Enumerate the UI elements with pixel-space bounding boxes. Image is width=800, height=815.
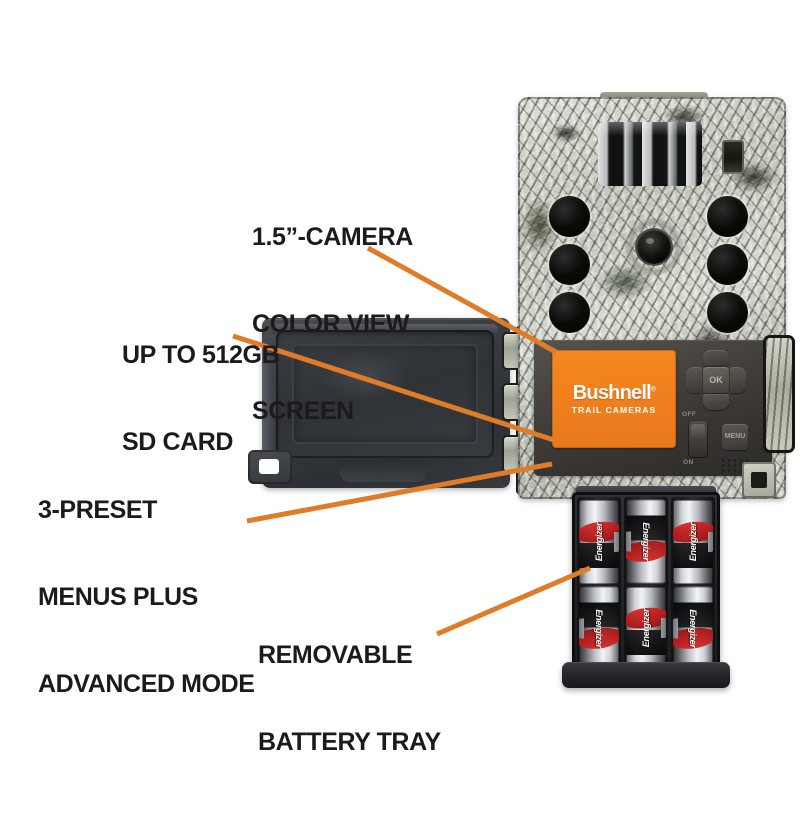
ok-button[interactable]: OK <box>703 367 729 393</box>
switch-off-label: OFF <box>682 411 697 418</box>
callout-line: BATTERY TRAY <box>258 728 441 756</box>
directional-pad[interactable]: OK <box>686 350 746 410</box>
callout-line: SD CARD <box>122 428 234 456</box>
battery-terminal <box>579 618 584 639</box>
callout-line: UP TO 512GB <box>122 341 280 369</box>
battery-tray-base[interactable] <box>562 662 730 688</box>
battery-cell: Energizer <box>626 586 666 670</box>
dpad-up-button[interactable] <box>703 350 729 366</box>
callout-line: 1.5”-CAMERA <box>252 223 413 251</box>
battery-tray-top-cap <box>576 486 716 496</box>
switch-on-label: ON <box>683 459 694 466</box>
dpad-left-button[interactable] <box>686 367 702 393</box>
ir-led-left-middle <box>549 244 590 285</box>
ir-led-left-bottom <box>549 292 590 333</box>
callout-label-battery-tray: REMOVABLE BATTERY TRAY <box>258 583 441 815</box>
callout-line: COLOR VIEW <box>252 310 410 338</box>
dpad-down-button[interactable] <box>703 394 729 410</box>
dpad-right-button[interactable] <box>730 367 746 393</box>
ir-led-right-middle <box>707 244 748 285</box>
bushnell-wordmark: Bushnell® <box>572 382 656 405</box>
battery-column-1: Energizer Energizer <box>577 497 621 673</box>
registered-mark: ® <box>650 386 656 394</box>
menu-button[interactable]: MENU <box>722 424 748 450</box>
battery-brand-label: Energizer <box>641 522 651 561</box>
bushnell-brand-text: Bushnell <box>572 382 652 405</box>
battery-terminal <box>661 618 666 639</box>
ir-led-right-bottom <box>707 292 748 333</box>
ir-led-right-top <box>707 196 748 237</box>
battery-cell: Energizer <box>673 586 713 670</box>
camera-lens <box>637 230 671 264</box>
callout-label-sd-card: UP TO 512GB SD CARD <box>122 283 280 515</box>
callout-line: REMOVABLE <box>258 641 413 669</box>
side-latch[interactable] <box>766 338 792 450</box>
battery-brand-label: Energizer <box>641 609 651 648</box>
mounting-tab <box>742 462 776 498</box>
battery-band <box>579 543 619 569</box>
battery-band <box>673 543 713 569</box>
color-view-screen: Bushnell® TRAIL CAMERAS <box>552 350 676 448</box>
ir-led-left-top <box>549 196 590 237</box>
callout-line: 3-PRESET <box>38 496 158 524</box>
callout-line: MENUS PLUS <box>38 583 198 611</box>
battery-cell: Energizer <box>579 586 619 670</box>
callout-line: SCREEN <box>252 397 354 425</box>
battery-band <box>626 629 666 655</box>
callout-label-screen: 1.5”-CAMERA COLOR VIEW SCREEN <box>252 165 413 484</box>
battery-column-2: Energizer Energizer <box>624 497 668 673</box>
battery-terminal <box>626 531 631 552</box>
battery-brand-label: Energizer <box>688 609 698 648</box>
battery-tray[interactable]: Energizer Energizer Energizer <box>572 492 720 678</box>
battery-brand-label: Energizer <box>688 522 698 561</box>
battery-terminal <box>673 618 678 639</box>
battery-cell: Energizer <box>579 500 619 584</box>
callout-label-menus: 3-PRESET MENUS PLUS ADVANCED MODE <box>38 438 255 757</box>
battery-terminal <box>708 531 713 552</box>
battery-terminal <box>614 531 619 552</box>
pir-motion-sensor-window <box>598 122 702 186</box>
battery-brand-label: Energizer <box>594 522 604 561</box>
battery-cell: Energizer <box>626 500 666 584</box>
battery-column-3: Energizer Energizer <box>671 497 715 673</box>
callout-line: ADVANCED MODE <box>38 670 255 698</box>
power-mode-switch[interactable] <box>688 420 708 458</box>
battery-brand-label: Energizer <box>594 609 604 648</box>
bushnell-tagline: TRAIL CAMERAS <box>571 405 657 416</box>
top-indicator-port <box>722 140 744 174</box>
battery-cell: Energizer <box>673 500 713 584</box>
